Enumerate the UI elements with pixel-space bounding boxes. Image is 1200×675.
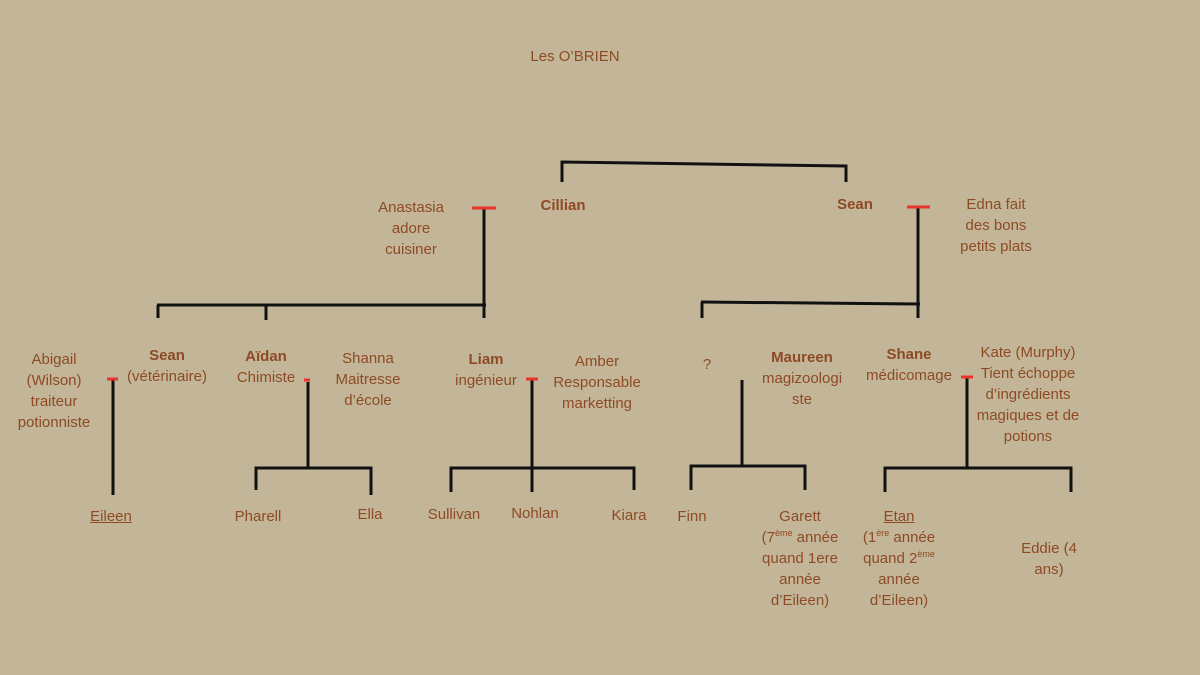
pharell: Pharell (234, 508, 282, 525)
nohlan: Nohlan (511, 505, 559, 522)
liam-name: Liam (468, 351, 504, 368)
shane: Shane médicomage (866, 344, 952, 386)
kiara: Kiara (611, 507, 647, 524)
finn: Finn (677, 508, 707, 525)
maureen: Maureen magizoologi ste (761, 349, 843, 408)
kate-spouse: Kate (Murphy) Tient échoppe d’ingrédient… (976, 344, 1080, 445)
unknown-spouse: ? (702, 356, 712, 373)
cillian-spouse: Anastasia adore cuisiner (378, 199, 444, 258)
aidan-children-bar (254, 466, 373, 495)
maureen-children-bar (689, 464, 807, 490)
cillian-name: Cillian (540, 197, 586, 214)
shane-name: Shane (886, 346, 932, 363)
sean-spouse: Edna fait des bons petits plats (960, 196, 1032, 255)
garett: Garett (7ème année quand 1ere année d’Ei… (761, 508, 839, 609)
sean-jr-desc: (vétérinaire) (126, 368, 208, 385)
eddie: Eddie (4 ans) (1021, 540, 1077, 578)
shane-desc: médicomage (866, 367, 952, 384)
sean-name: Sean (837, 196, 873, 213)
sean-jr: Sean (vétérinaire) (127, 345, 207, 387)
liam-children-bar (449, 466, 636, 492)
sullivan: Sullivan (427, 506, 481, 523)
gen1-sibling-line (560, 160, 848, 182)
aidan-desc: Chimiste (236, 369, 296, 386)
shane-children-bar (883, 466, 1073, 492)
eileen: Eileen (90, 508, 132, 525)
shanna-spouse: Shanna Maitresse d’école (335, 350, 401, 409)
maureen-name: Maureen (771, 349, 833, 366)
etan: Etan (1ère année quand 2ème année d’Eile… (862, 508, 936, 609)
liam: Liam ingénieur (455, 349, 517, 391)
ella: Ella (357, 506, 383, 523)
amber-spouse: Amber Responsable marketting (553, 353, 641, 412)
tree-title: Les O’BRIEN (530, 48, 620, 65)
sean-jr-name: Sean (149, 347, 185, 364)
sean-children-bar (700, 300, 921, 306)
aidan-name: Aïdan (245, 348, 287, 365)
aidan: Aïdan Chimiste (237, 346, 295, 388)
abigail-spouse: Abigail (Wilson) traiteur potionniste (17, 351, 91, 431)
liam-desc: ingénieur (455, 372, 517, 389)
